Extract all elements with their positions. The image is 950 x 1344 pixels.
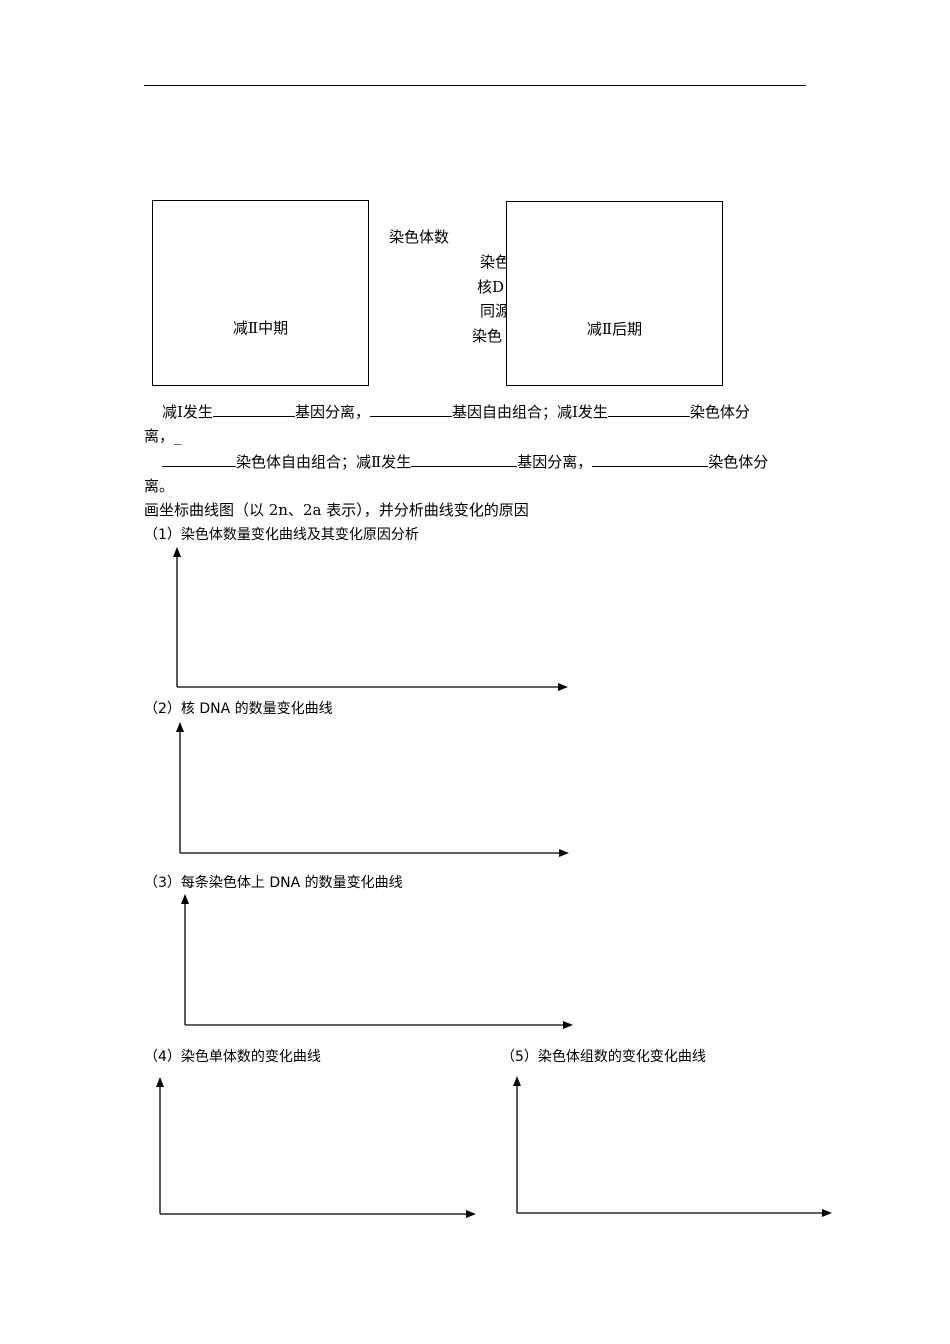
p2-text-a: 染色体自由组合；减Ⅱ发生 bbox=[236, 453, 412, 471]
graph-1-axis-lines bbox=[176, 556, 560, 688]
header-rule bbox=[144, 85, 806, 86]
graph-4-axis-lines bbox=[159, 1086, 468, 1215]
graph-2-x-arrow bbox=[559, 849, 569, 857]
meiosis-ii-metaphase-box: 减Ⅱ中期 bbox=[152, 200, 369, 386]
graph-4-x-arrow bbox=[466, 1210, 476, 1218]
graph-2-axis-lines bbox=[179, 731, 561, 854]
graph-1-y-arrow bbox=[173, 547, 181, 557]
graph-1-title: （1）染色体数量变化曲线及其变化原因分析 bbox=[144, 527, 419, 543]
blank-3[interactable] bbox=[607, 402, 690, 417]
blank-2[interactable] bbox=[369, 402, 452, 417]
graph-3-title: （3）每条染色体上 DNA 的数量变化曲线 bbox=[144, 875, 403, 891]
blank-1[interactable] bbox=[212, 402, 295, 417]
graph-5-axis-lines bbox=[516, 1085, 824, 1214]
graph-4-title: （4）染色单体数的变化曲线 bbox=[144, 1049, 321, 1065]
p2-text-b: 基因分离， bbox=[517, 453, 593, 471]
p1-text-a: 减Ⅰ发生 bbox=[162, 403, 213, 421]
graph-5-y-arrow bbox=[513, 1076, 521, 1086]
paragraph-1-line-2: 离，_ bbox=[144, 427, 182, 445]
graph-2-title: （2）核 DNA 的数量变化曲线 bbox=[144, 701, 333, 717]
middle-line-4: 同源 bbox=[480, 302, 511, 320]
graph-5-x-arrow bbox=[822, 1209, 832, 1217]
middle-line-1: 染色体数 bbox=[389, 228, 450, 246]
graph-4-y-arrow bbox=[156, 1077, 164, 1087]
meiosis-ii-anaphase-box: 减Ⅱ后期 bbox=[506, 201, 723, 386]
middle-line-3: 核D bbox=[477, 278, 505, 296]
p1-text-c: 基因自由组合；减Ⅰ发生 bbox=[451, 403, 608, 421]
blank-4[interactable] bbox=[162, 452, 236, 467]
p1-text-d: 染色体分 bbox=[689, 403, 750, 421]
graph-3-y-arrow bbox=[181, 894, 189, 904]
graph-3-axis-lines bbox=[184, 903, 565, 1026]
graph-5-title: （5）染色体组数的变化变化曲线 bbox=[501, 1049, 706, 1065]
meiosis-ii-metaphase-label: 减Ⅱ中期 bbox=[232, 319, 289, 337]
p1-text-b: 基因分离， bbox=[294, 403, 370, 421]
paragraph-2-line-1: 染色体自由组合；减Ⅱ发生 基因分离， 染色体分 bbox=[162, 452, 768, 471]
p2-text-c: 染色体分 bbox=[708, 453, 769, 471]
meiosis-ii-anaphase-label: 减Ⅱ后期 bbox=[586, 320, 643, 338]
middle-line-2: 染色 bbox=[480, 253, 511, 271]
graph-1-x-arrow bbox=[558, 683, 568, 691]
graph-2-y-arrow bbox=[176, 722, 184, 732]
blank-6[interactable] bbox=[592, 452, 709, 467]
graph-instruction: 画坐标曲线图（以 2n、2a 表示），并分析曲线变化的原因 bbox=[144, 501, 529, 519]
paragraph-1-line-1: 减Ⅰ发生 基因分离， 基因自由组合；减Ⅰ发生 染色体分 bbox=[162, 402, 750, 421]
paragraph-2-line-2: 离。 bbox=[144, 477, 175, 495]
middle-line-5: 染色 bbox=[472, 327, 503, 345]
blank-5[interactable] bbox=[411, 452, 518, 467]
graph-3-x-arrow bbox=[563, 1021, 573, 1029]
